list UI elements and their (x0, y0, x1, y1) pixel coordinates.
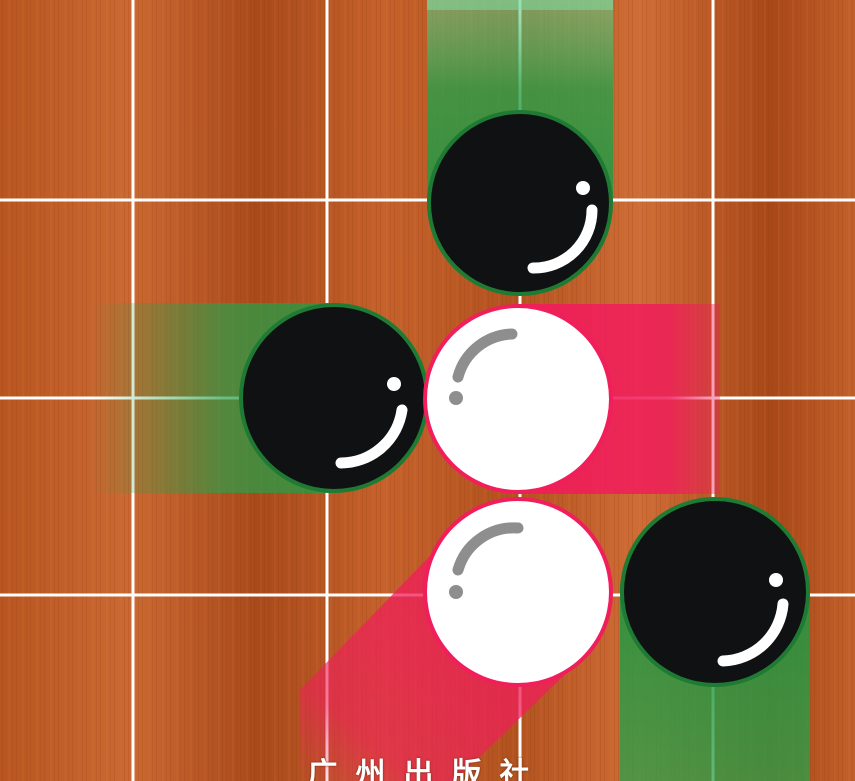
stone-black-bottom-right (620, 497, 810, 687)
publisher-name: 广州出版社 (0, 755, 855, 781)
stone-black-left (239, 303, 429, 493)
stone-white-bottom (423, 497, 613, 687)
stone-black-top (427, 110, 613, 296)
stone-white-center (423, 304, 613, 494)
